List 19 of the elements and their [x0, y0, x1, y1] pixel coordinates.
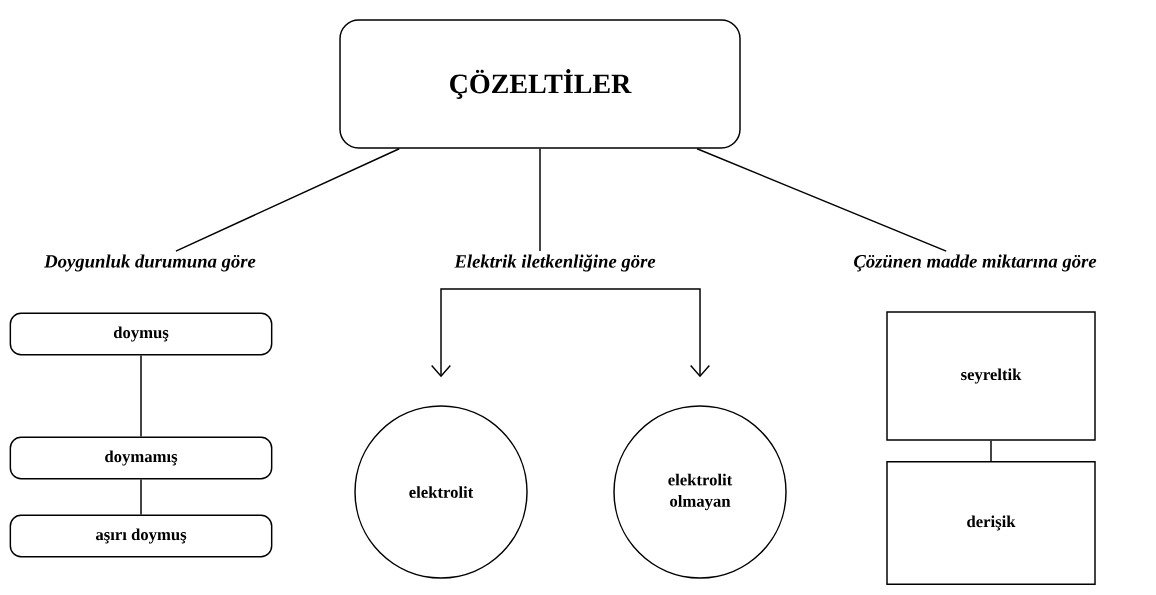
title-box: ÇÖZELTİLER — [339, 19, 741, 149]
arrow — [554, 288, 711, 378]
connector-line — [140, 478, 142, 516]
rounded-box: doymuş — [9, 312, 273, 356]
square-box: derişik — [886, 460, 1096, 586]
circle-node: elektrolit — [354, 405, 528, 579]
category-label: Doygunluk durumuna göre — [44, 254, 256, 272]
connector-line — [990, 440, 992, 462]
square-box: seyreltik — [886, 311, 1096, 441]
connector-line — [539, 148, 541, 252]
connector-line — [175, 148, 400, 252]
arrow — [430, 288, 556, 378]
category-label: Çözünen madde miktarına göre — [854, 254, 1097, 272]
circle-node: elektrolit olmayan — [613, 405, 787, 579]
category-label: Elektrik iletkenliğine göre — [454, 254, 656, 272]
connector-line — [140, 354, 142, 438]
connector-line — [696, 148, 947, 252]
rounded-box: doymamış — [9, 436, 273, 480]
rounded-box: aşırı doymuş — [9, 514, 273, 558]
